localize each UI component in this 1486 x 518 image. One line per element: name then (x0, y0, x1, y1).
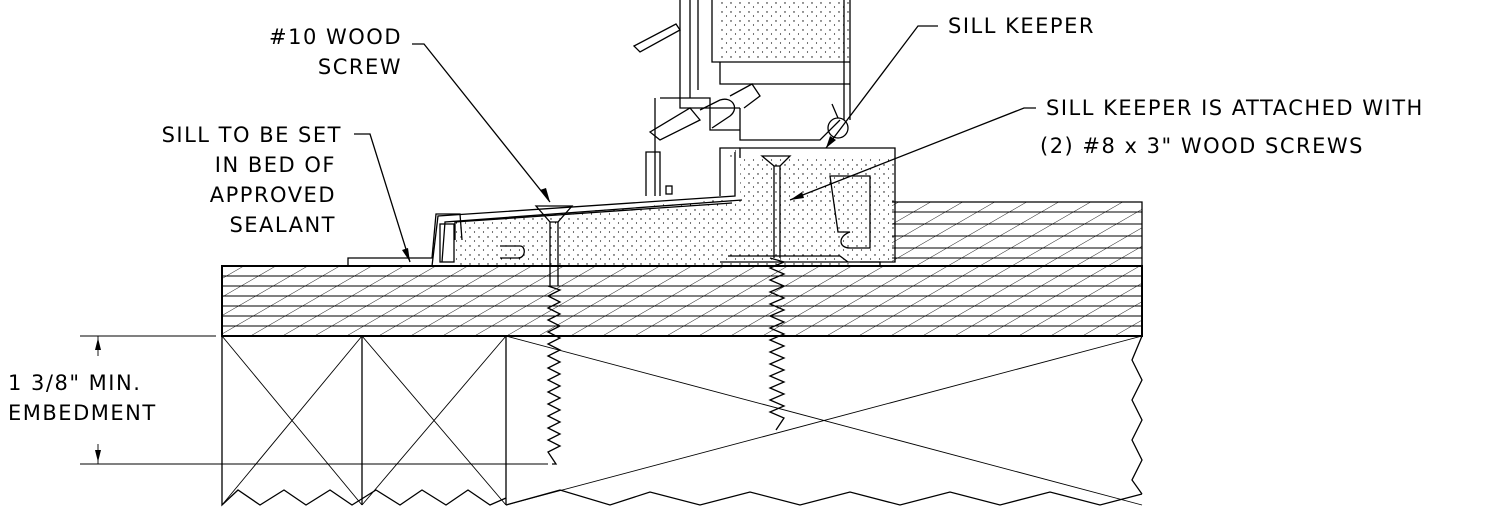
sill-sealant-label-line1: SILL TO BE SET (162, 123, 342, 147)
wood-screw-label-line1: #10 WOOD (269, 25, 402, 49)
sill-extrusion (347, 97, 896, 267)
embedment-label-line2: EMBEDMENT (8, 401, 157, 425)
wood-framing-lower (221, 335, 1143, 507)
sill-keeper-label: SILL KEEPER (948, 14, 1095, 38)
sill-sealant-label-line3: APPROVED (210, 183, 336, 207)
wood-screw-label-line2: SCREW (318, 55, 402, 79)
keeper-attached-label-line1: SILL KEEPER IS ATTACHED WITH (1046, 96, 1424, 120)
window-frame-section (632, 0, 851, 141)
wood-screw-10 (534, 205, 574, 465)
sill-sealant-label-line4: SEALANT (229, 213, 336, 237)
arrow-up-icon (95, 338, 101, 350)
leader-wood-screw (412, 43, 551, 203)
leader-sill-keeper (825, 25, 938, 149)
keeper-attached-label-line2: (2) #8 x 3" WOOD SCREWS (1040, 134, 1364, 158)
embedment-dimension (80, 335, 548, 465)
wood-screw-8-keeper (760, 155, 792, 431)
leader-keeper-attached (789, 107, 1036, 201)
leader-sill-sealant (354, 133, 411, 263)
wood-substrate-plate (221, 265, 1143, 337)
wood-block-upper-right (892, 201, 1143, 266)
sill-sealant-label-line2: IN BED OF (215, 153, 336, 177)
embedment-label-line1: 1 3/8" MIN. (8, 371, 141, 395)
arrow-down-icon (95, 450, 101, 462)
